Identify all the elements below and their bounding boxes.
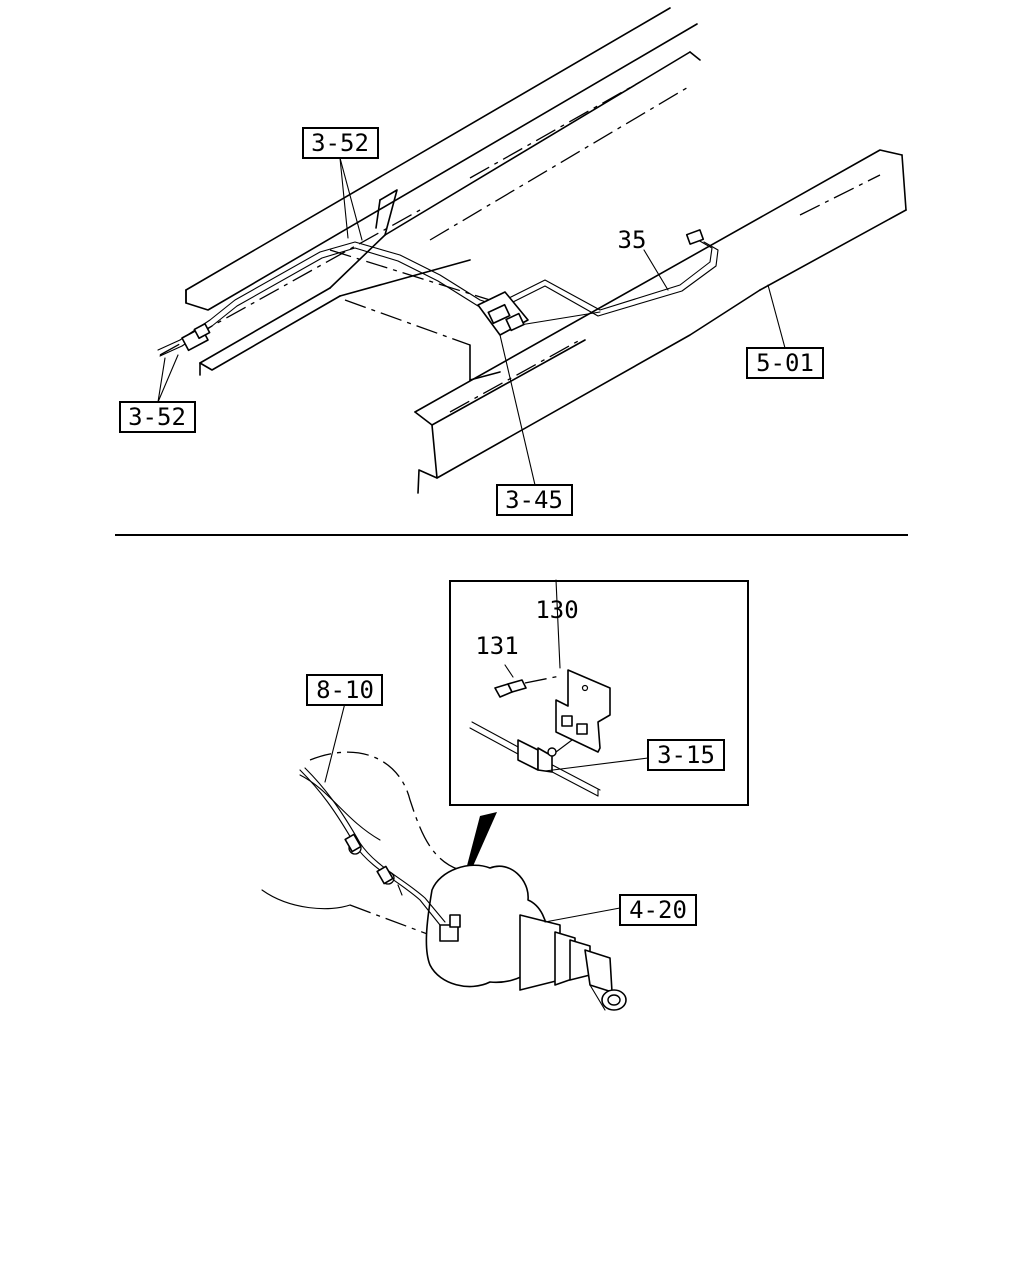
part-number-131: 131 — [475, 632, 518, 660]
transmission-assembly — [261, 751, 627, 1011]
detail-inset: 130 131 3-15 — [449, 579, 749, 806]
part-number-35: 35 — [618, 226, 647, 254]
callout-5-01-label: 5-01 — [756, 349, 814, 377]
callout-3-52-top-label: 3-52 — [311, 129, 369, 157]
callout-4-20: 4-20 — [619, 894, 697, 926]
brake-pipe-routing — [157, 229, 719, 357]
top-leader-lines — [157, 157, 786, 486]
callout-3-15-label: 3-15 — [657, 741, 715, 769]
part-number-130: 130 — [535, 596, 578, 624]
callout-3-15: 3-15 — [647, 739, 725, 771]
callout-3-52-top: 3-52 — [302, 127, 379, 159]
callout-3-52-left: 3-52 — [119, 401, 196, 433]
bottom-leader-lines — [324, 702, 621, 923]
frame-assembly — [159, 7, 907, 494]
callout-4-20-label: 4-20 — [629, 896, 687, 924]
callout-3-52-left-label: 3-52 — [128, 403, 186, 431]
callout-3-45: 3-45 — [496, 484, 573, 516]
callout-8-10: 8-10 — [306, 674, 383, 706]
callout-5-01: 5-01 — [746, 347, 824, 379]
callout-8-10-label: 8-10 — [316, 676, 374, 704]
callout-3-45-label: 3-45 — [505, 486, 563, 514]
